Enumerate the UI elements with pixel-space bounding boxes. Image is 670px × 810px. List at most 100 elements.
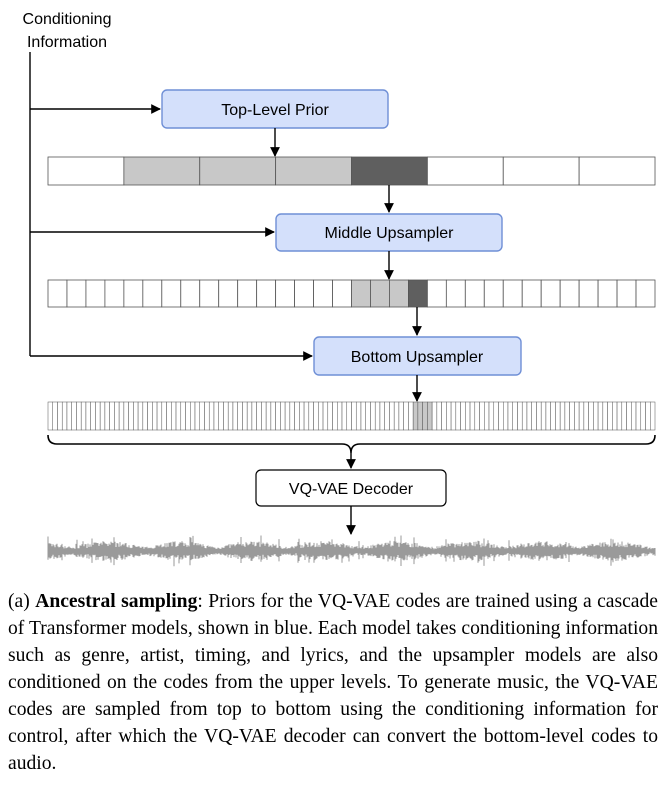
bottom-code-cell: [232, 401, 238, 431]
bottom-code-cell: [583, 401, 589, 431]
bottom-code-cell: [531, 401, 537, 431]
bottom-code-cell: [123, 401, 129, 431]
bottom-code-cell: [574, 401, 580, 431]
bottom-code-cell: [85, 401, 91, 431]
bottom-code-cell: [507, 401, 513, 431]
middle-code-cell: [540, 279, 561, 308]
bottom-code-cell: [393, 401, 400, 431]
top-code-cell: [275, 156, 352, 186]
bottom-code-cell: [626, 401, 632, 431]
bottom-code-cell: [114, 401, 120, 431]
bottom-code-cell: [493, 401, 499, 431]
top-code-cell: [47, 156, 125, 186]
bottom-code-cell: [208, 401, 215, 431]
bottom-code-cell: [578, 401, 585, 431]
bottom-code-cell: [128, 401, 134, 431]
bottom-code-cell: [337, 401, 343, 431]
bottom-code-cell: [280, 401, 286, 431]
bottom-code-cell: [76, 401, 82, 431]
middle-code-cell: [85, 279, 106, 308]
audio-waveform: [47, 535, 656, 567]
bottom-code-cell: [137, 401, 144, 431]
caption-label: (a): [8, 591, 36, 612]
bottom-code-cell: [374, 401, 381, 431]
bottom-code-cell: [52, 401, 58, 431]
bottom-code-cell: [441, 401, 447, 431]
bottom-code-cell: [460, 401, 466, 431]
top-level-prior-label: Top-Level Prior: [221, 102, 329, 119]
bottom-code-cell: [427, 401, 433, 431]
bottom-code-cell: [190, 401, 196, 431]
ancestral-sampling-diagram: Conditioning Information Top-Level Prior…: [23, 11, 656, 567]
middle-code-cell: [578, 279, 599, 308]
bottom-code-cell: [99, 401, 106, 431]
bottom-code-cell: [403, 401, 409, 431]
bottom-upsampler-box: Bottom Upsampler: [313, 336, 522, 376]
bottom-code-cell: [133, 401, 139, 431]
bottom-code-cell: [142, 401, 148, 431]
curly-bracket: [47, 434, 656, 454]
bottom-code-cell: [213, 401, 219, 431]
bottom-code-cell: [389, 401, 395, 431]
middle-code-cell: [616, 279, 637, 308]
bottom-code-cell: [645, 401, 651, 431]
bottom-code-cell: [631, 401, 637, 431]
bottom-code-cell: [66, 401, 72, 431]
top-code-cell: [123, 156, 201, 186]
conditioning-label-line1: Conditioning: [23, 11, 112, 28]
bottom-code-cell: [417, 401, 423, 431]
bottom-code-cell: [512, 401, 518, 431]
bottom-code-cell: [593, 401, 599, 431]
figure-caption: (a) Ancestral sampling: Priors for the V…: [8, 588, 658, 777]
vq-vae-decoder-label: VQ-VAE Decoder: [289, 481, 414, 498]
middle-code-cell: [237, 279, 258, 308]
bottom-code-cell: [346, 401, 352, 431]
middle-code-cell: [294, 279, 314, 308]
bottom-code-cell: [242, 401, 248, 431]
bottom-code-cell: [479, 401, 485, 431]
bottom-code-cell: [218, 401, 224, 431]
bottom-code-cell: [465, 401, 471, 431]
bottom-code-cell: [431, 401, 438, 431]
bottom-code-cell: [341, 401, 348, 431]
middle-code-cell: [256, 279, 277, 308]
bottom-code-cell: [256, 401, 262, 431]
bottom-code-cell: [109, 401, 115, 431]
bottom-code-cell: [237, 401, 243, 431]
bottom-code-cell: [398, 401, 404, 431]
middle-code-cell: [199, 279, 220, 308]
bottom-code-cell: [194, 401, 200, 431]
bottom-code-cell: [47, 401, 53, 431]
bottom-code-cell: [616, 401, 623, 431]
middle-code-cell: [426, 279, 447, 308]
bottom-code-cell: [185, 401, 191, 431]
bottom-code-cell: [484, 401, 490, 431]
middle-code-cell: [218, 279, 239, 308]
bottom-code-cell: [161, 401, 167, 431]
caption-bold-title: Ancestral sampling: [35, 591, 198, 612]
middle-code-cell: [502, 279, 523, 308]
middle-upsampler-box: Middle Upsampler: [275, 213, 503, 252]
bottom-code-cell: [569, 401, 575, 431]
middle-code-cell: [635, 279, 656, 308]
top-level-prior-box: Top-Level Prior: [161, 89, 389, 129]
bottom-code-cell: [408, 401, 414, 431]
bottom-code-cell: [498, 401, 504, 431]
bottom-code-cell: [365, 401, 371, 431]
middle-level-codes: [47, 279, 656, 308]
middle-code-cell: [351, 279, 371, 308]
top-code-cell: [351, 156, 428, 186]
middle-code-cell: [123, 279, 144, 308]
bottom-code-cell: [488, 401, 495, 431]
bottom-code-cell: [379, 401, 385, 431]
bottom-code-cell: [246, 401, 253, 431]
bottom-code-cell: [355, 401, 362, 431]
bottom-code-cell: [597, 401, 604, 431]
bottom-code-cell: [147, 401, 153, 431]
middle-code-cell: [332, 279, 352, 308]
bottom-code-cell: [171, 401, 177, 431]
bottom-code-cell: [175, 401, 182, 431]
middle-code-cell: [408, 279, 428, 308]
bottom-code-cell: [607, 401, 613, 431]
bottom-code-cell: [61, 401, 68, 431]
